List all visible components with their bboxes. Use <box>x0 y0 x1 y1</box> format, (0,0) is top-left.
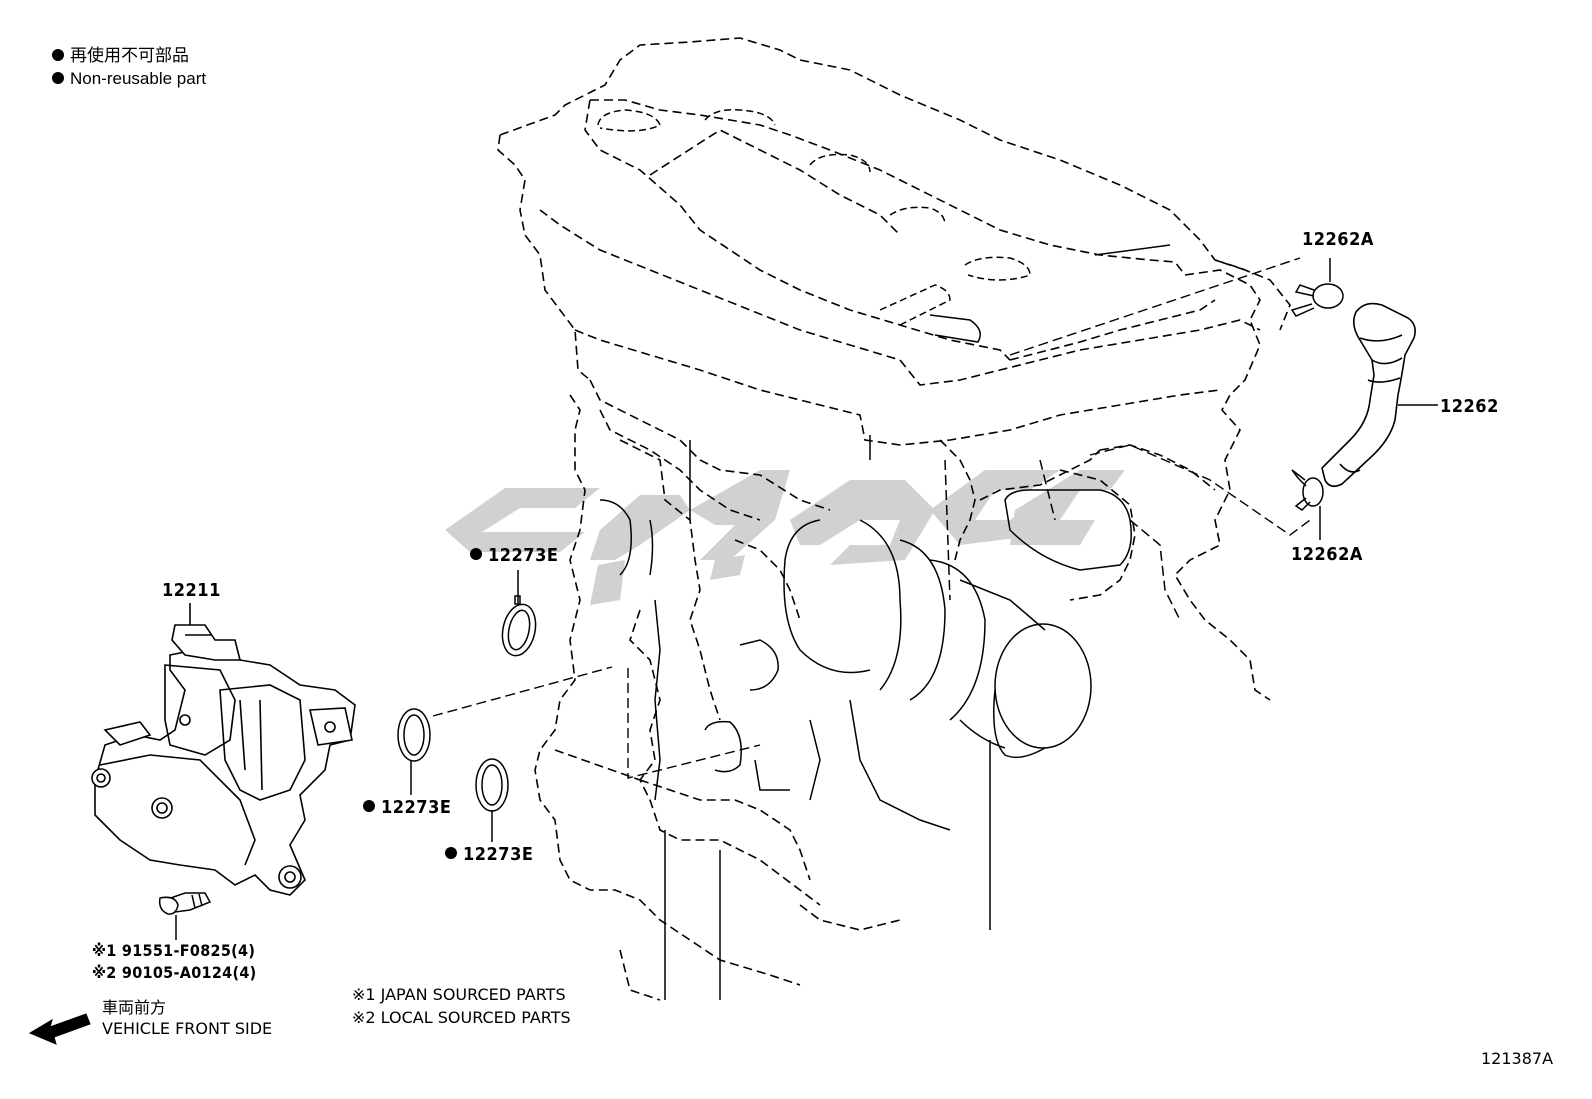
part-label-12273E-c[interactable]: 12273E <box>445 845 533 865</box>
part-label-12273E-b[interactable]: 12273E <box>363 798 451 818</box>
bolt-label-japan[interactable]: ※1 91551-F0825(4) <box>92 941 256 960</box>
legend-row-jp: 再使用不可部品 <box>52 44 206 67</box>
non-reusable-dot-icon <box>470 548 482 560</box>
watermark-logo <box>445 470 1125 605</box>
clamp-12262A-top <box>1290 258 1344 317</box>
clamp-12262A-bottom <box>1291 469 1324 540</box>
engine-outline <box>497 37 1291 1001</box>
figure-id: 121387A <box>1481 1049 1554 1068</box>
hose-12262 <box>1321 302 1438 488</box>
non-reusable-dot-icon <box>363 800 375 812</box>
engine-dashed-detail-2 <box>944 459 1181 621</box>
front-side-jp: 車両前方 <box>102 998 167 1017</box>
part-label-12273E-a[interactable]: 12273E <box>470 546 558 566</box>
part-number: 12273E <box>463 844 534 865</box>
legend-jp-text: 再使用不可部品 <box>70 46 189 65</box>
gasket-c <box>475 758 509 842</box>
legend-en-text: Non-reusable part <box>70 69 207 88</box>
gasket-a <box>501 570 537 657</box>
non-reusable-dot-icon <box>52 48 64 61</box>
part-label-12262A-top[interactable]: 12262A <box>1302 229 1374 250</box>
non-reusable-dot-icon <box>445 847 457 859</box>
bolt <box>158 892 212 940</box>
legend-row-en: Non-reusable part <box>52 67 206 90</box>
bolt-label-local[interactable]: ※2 90105-A0124(4) <box>92 963 257 982</box>
part-label-12262[interactable]: 12262 <box>1440 396 1499 417</box>
front-arrow-icon <box>28 1013 91 1045</box>
note-local-sourced: ※2 LOCAL SOURCED PARTS <box>352 1008 571 1027</box>
part-number: 12273E <box>381 797 452 818</box>
part-label-12262A-bottom[interactable]: 12262A <box>1291 544 1363 565</box>
gaskets-12273E <box>397 570 537 842</box>
non-reusable-dot-icon <box>52 71 64 84</box>
gasket-b <box>397 708 431 795</box>
part-label-12211[interactable]: 12211 <box>162 580 221 601</box>
leader-lines <box>432 257 1311 779</box>
note-japan-sourced: ※1 JAPAN SOURCED PARTS <box>352 985 566 1004</box>
engine-solid-details <box>597 108 1171 1000</box>
front-side-en: VEHICLE FRONT SIDE <box>102 1019 273 1038</box>
part-number: 12273E <box>488 545 559 566</box>
legend: 再使用不可部品 Non-reusable part <box>52 44 206 90</box>
pump-12211 <box>91 603 356 896</box>
